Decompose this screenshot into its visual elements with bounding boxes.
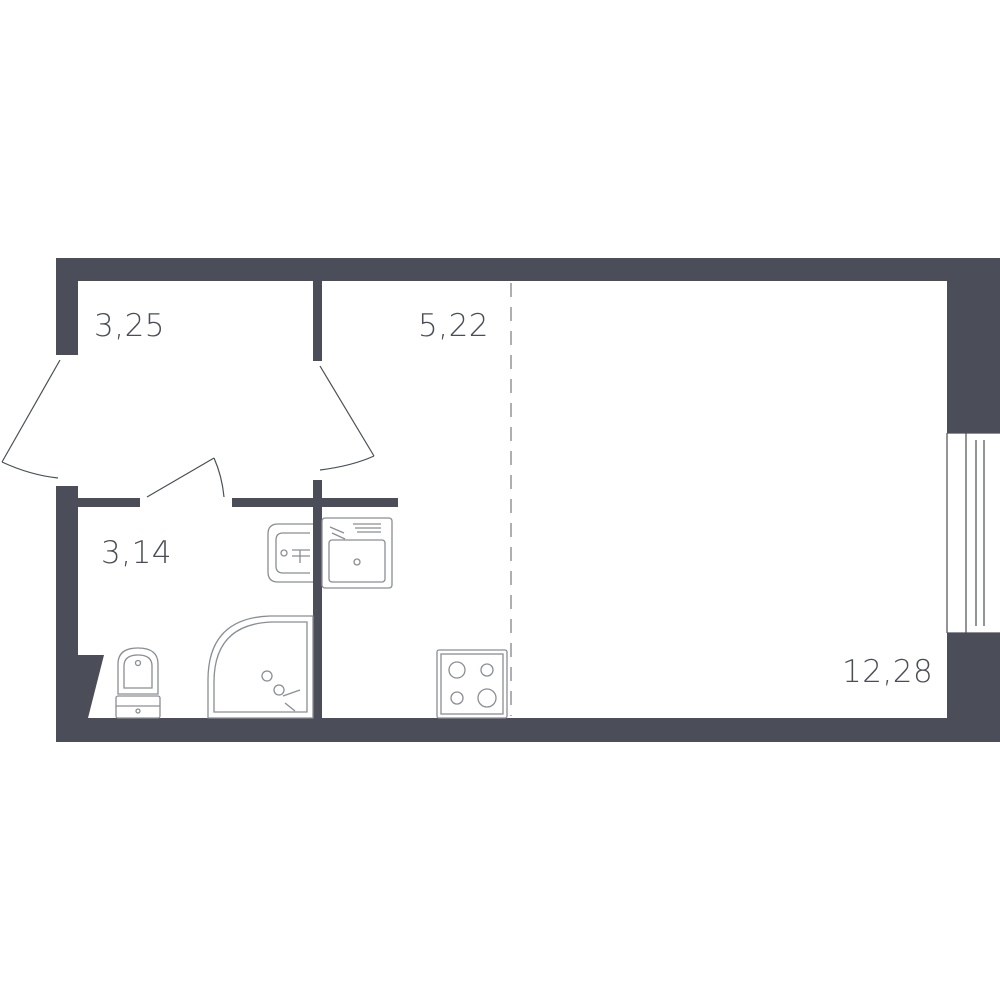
interior-walls [78,281,398,718]
room-area-living: 12,28 [842,654,933,690]
window-icon [946,432,1000,634]
toilet-icon [115,647,161,719]
room-area-hallway: 3,25 [94,308,165,344]
room-area-kitchen: 5,22 [418,308,489,344]
door-swing-icon [1,359,375,498]
stove-icon [436,649,508,719]
kitchen-sink-icon [321,517,393,589]
room-area-bathroom: 3,14 [101,535,172,571]
outer-walls [56,258,1000,742]
sink-icon [267,523,313,583]
shower-icon [207,615,314,719]
